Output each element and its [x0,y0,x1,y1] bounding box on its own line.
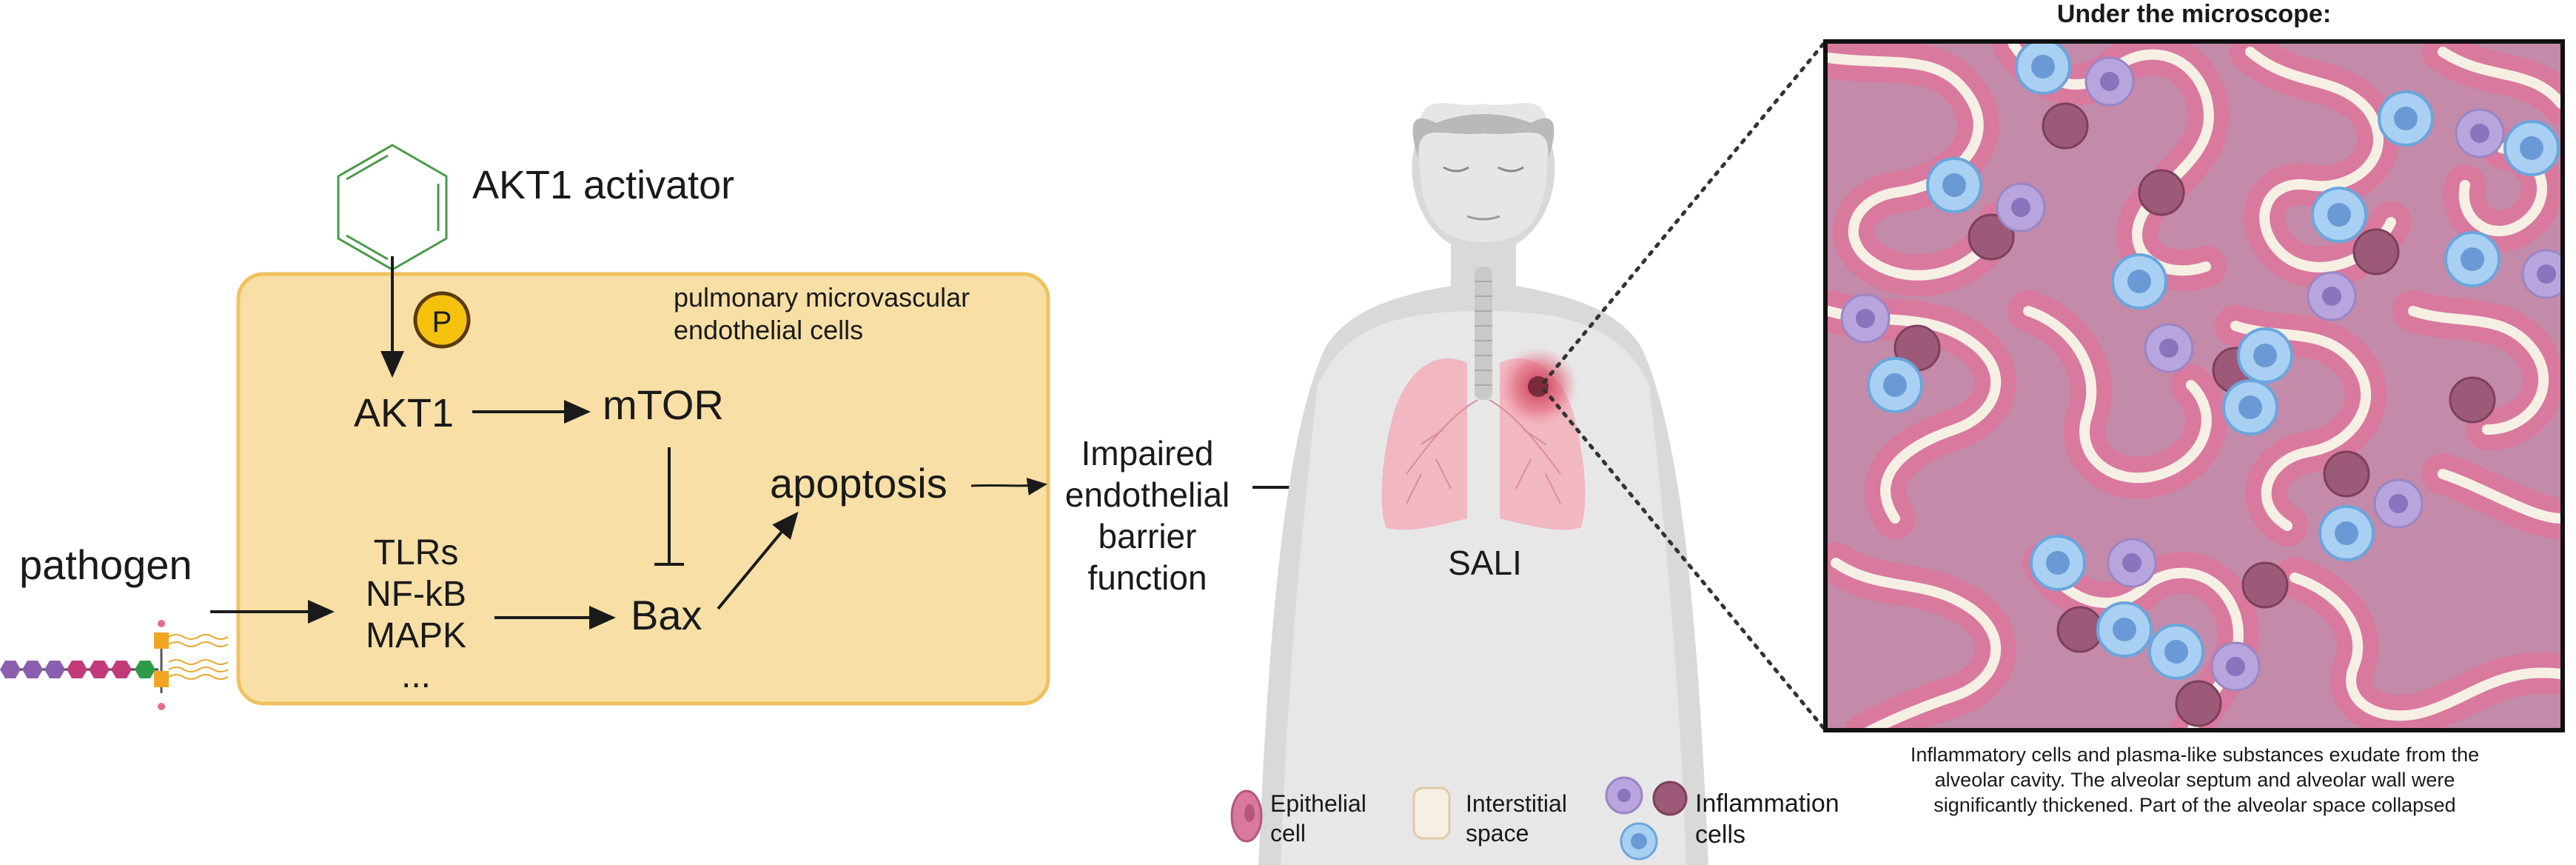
legend-inflammation-line1: Inflammation [1695,789,1839,818]
legend-inflammation-line2: cells [1695,821,1745,849]
microscope-caption: Inflammatory cells and plasma-like subst… [1828,742,2561,818]
zoom-line-bottom [1542,387,1828,732]
interstitial-space-icon [1412,786,1451,840]
caption-line2: alveolar cavity. The alveolar septum and… [1934,769,2455,791]
legend-interstitial-line1: Interstitial [1466,790,1567,817]
receptor-tlrs: TLRs [374,533,459,572]
impaired-line3: barrier [1099,517,1197,555]
caption-line1: Inflammatory cells and plasma-like subst… [1910,744,2480,766]
apoptosis-node: apoptosis [770,460,947,507]
mtor-node: mTOR [603,381,724,428]
benzene-icon [337,144,448,271]
microscope-title: Under the microscope: [2057,0,2331,28]
sali-label: SALI [1448,544,1522,582]
receptor-nfkb: NF-kB [366,575,466,614]
impaired-line1: Impaired [1081,434,1214,472]
caption-line3: significantly thickened. Part of the alv… [1933,794,2456,816]
phospho-badge [413,291,471,349]
legend-epithelial-line1: Epithelial [1270,790,1366,817]
zoom-line-top [1542,39,1828,384]
receptor-mapk: MAPK [366,616,466,655]
cell-label-line1: pulmonary microvascular [674,282,970,313]
legend-interstitial-line2: space [1466,820,1529,846]
receptor-ellipsis: ... [401,656,431,695]
endothelial-cell-box [236,272,1050,706]
microscope-panel [1825,41,2563,730]
inhibition-mtor-bax [654,447,684,566]
akt1-activator-label: AKT1 activator [472,163,734,207]
cell-label-line2: endothelial cells [674,315,863,345]
impaired-line2: endothelial [1065,475,1230,514]
microscope-frame [1823,39,2565,732]
bax-node: Bax [631,592,702,638]
akt1-node: AKT1 [354,391,454,435]
arrow-apoptosis-to-impaired [970,478,1047,495]
impaired-line4: function [1087,558,1207,597]
arrow-bax-to-apoptosis [717,511,799,610]
inflammation-cells-icon [1605,776,1688,861]
human-figure [1258,103,1708,865]
legend-epithelial-line2: cell [1270,820,1306,846]
phospho-label: P [432,306,452,338]
left-lung [1381,358,1467,530]
pathogen-label: pathogen [19,541,192,588]
pathogen-molecule-icon [0,620,229,710]
